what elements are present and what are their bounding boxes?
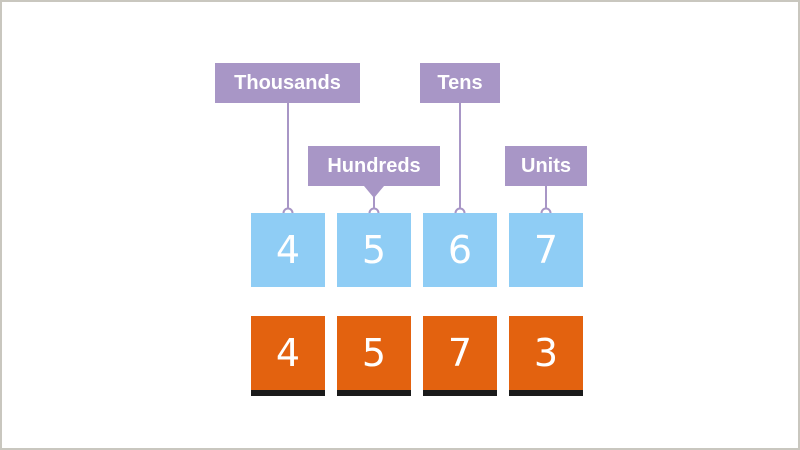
tens-label: Tens bbox=[420, 63, 500, 103]
bottom-digit-4-base bbox=[509, 390, 583, 396]
hundreds-pointer bbox=[364, 186, 384, 198]
bottom-digit-1: 4 bbox=[251, 316, 325, 390]
thousands-label: Thousands bbox=[215, 63, 360, 103]
bottom-digit-2-base bbox=[337, 390, 411, 396]
top-digit-tens: 6 bbox=[423, 213, 497, 287]
bottom-digit-4: 3 bbox=[509, 316, 583, 390]
top-digit-hundreds: 5 bbox=[337, 213, 411, 287]
hundreds-label: Hundreds bbox=[308, 146, 440, 186]
bottom-digit-1-base bbox=[251, 390, 325, 396]
units-label: Units bbox=[505, 146, 587, 186]
top-digit-units: 7 bbox=[509, 213, 583, 287]
bottom-digit-3: 7 bbox=[423, 316, 497, 390]
bottom-digit-3-base bbox=[423, 390, 497, 396]
top-digit-thousands: 4 bbox=[251, 213, 325, 287]
bottom-digit-2: 5 bbox=[337, 316, 411, 390]
